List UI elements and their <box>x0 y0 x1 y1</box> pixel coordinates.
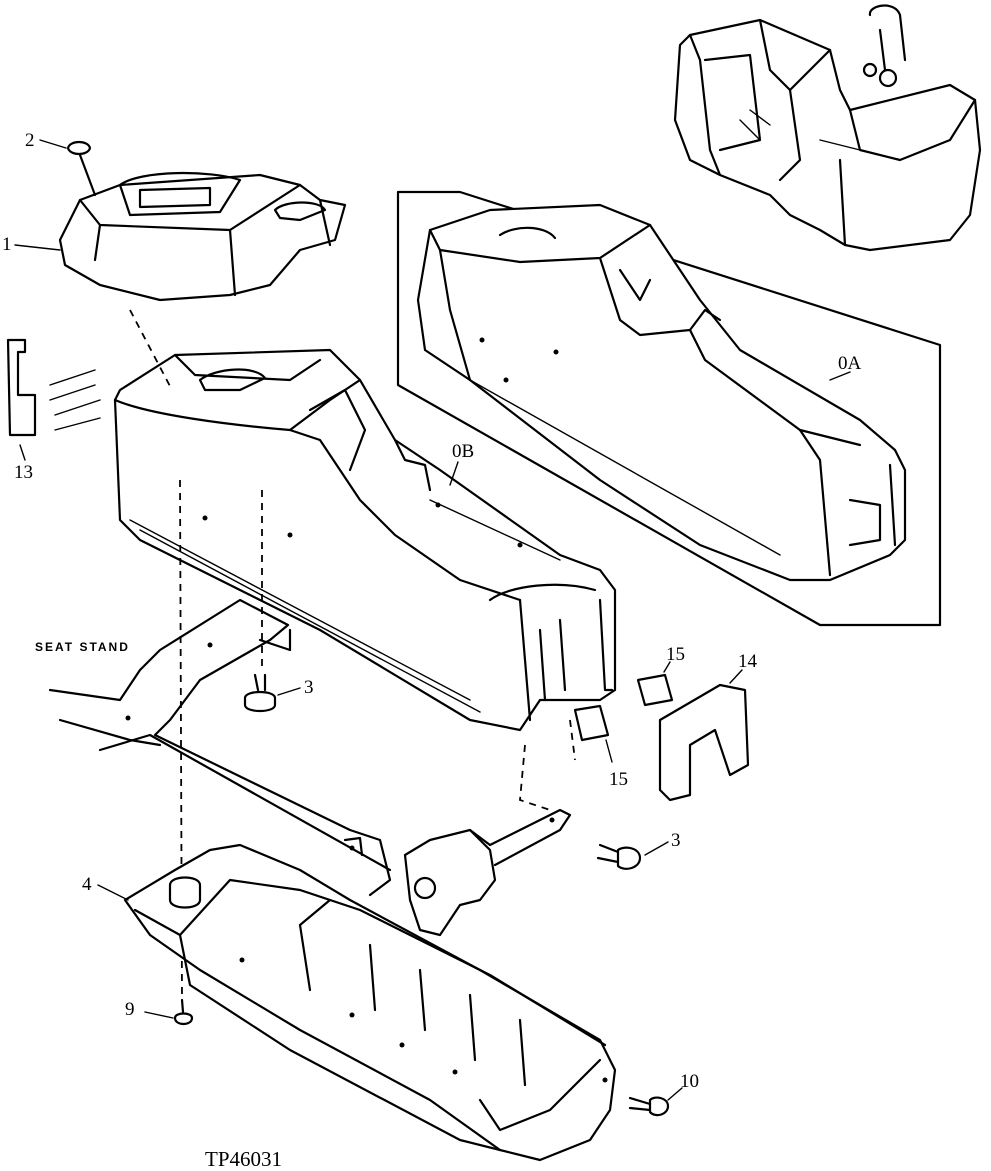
bottom-tray-part-4: 4 <box>82 843 617 1162</box>
mounting-bracket <box>403 808 572 937</box>
callout-1: 1 <box>2 234 12 255</box>
screw-part-9: 9 <box>125 998 194 1026</box>
callout-0A: 0A <box>838 353 862 374</box>
bolt-part-3-upper: 3 <box>243 673 314 713</box>
callout-2: 2 <box>25 130 35 151</box>
bolt-part-3-lower: 3 <box>596 830 681 870</box>
excavator-cab-overview <box>673 4 982 252</box>
callout-15-upper: 15 <box>666 644 685 665</box>
screw-part-10: 10 <box>628 1071 699 1117</box>
callout-13: 13 <box>14 462 33 483</box>
pad-part-15-lower: 15 <box>573 704 628 790</box>
callout-10: 10 <box>680 1071 699 1092</box>
pad-part-15-upper: 15 <box>636 644 685 707</box>
seat-stand-label: SEAT STAND <box>35 640 130 654</box>
seat-stand-frame: SEAT STAND <box>35 598 392 897</box>
decal-part-13: 13 <box>6 338 101 483</box>
figure-id: TP46031 <box>205 1147 282 1171</box>
console-body-0B: 0B <box>113 348 617 732</box>
console-0A-inset: 0A <box>396 190 942 627</box>
callout-9: 9 <box>125 999 135 1020</box>
pad-part-14: 14 <box>658 651 758 802</box>
callout-3-upper: 3 <box>304 677 314 698</box>
callout-3-lower: 3 <box>671 830 681 851</box>
callout-4: 4 <box>82 874 92 895</box>
callout-0B: 0B <box>452 441 474 462</box>
callout-15-lower: 15 <box>609 769 628 790</box>
callout-14: 14 <box>738 651 758 672</box>
top-cover-part-1: 1 <box>2 171 347 302</box>
screw-part-2: 2 <box>25 130 97 197</box>
